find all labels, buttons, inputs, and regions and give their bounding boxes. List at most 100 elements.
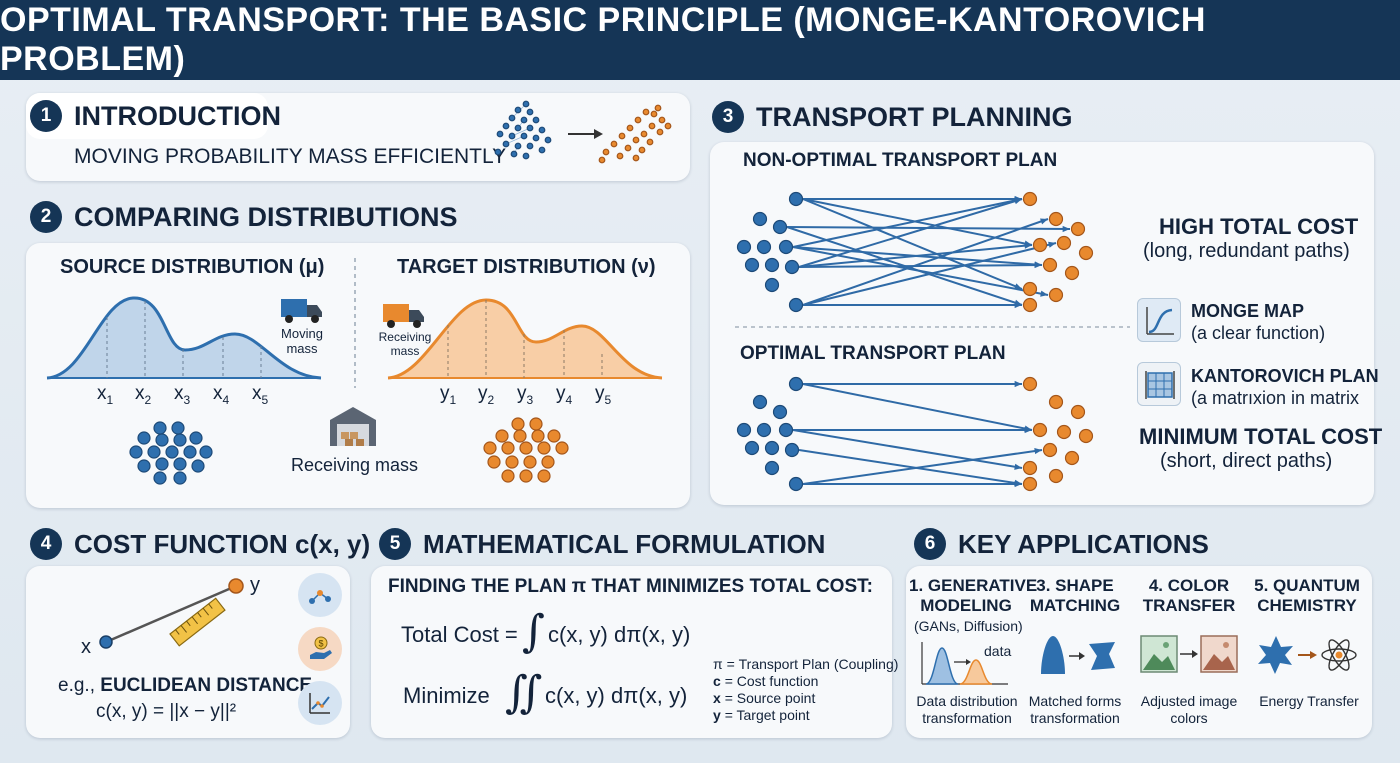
- tick-y3: y3: [517, 383, 534, 407]
- target-point: [1022, 460, 1038, 476]
- network-icon: [298, 573, 342, 617]
- cloud-point: [522, 100, 530, 108]
- tick-y2: y2: [478, 383, 495, 407]
- arrow-head: [1048, 241, 1056, 248]
- cost-y-label: y: [250, 574, 260, 596]
- arrow-head: [1014, 480, 1022, 488]
- cloud-point: [508, 132, 516, 140]
- app-4-caption: Energy Transfer: [1259, 693, 1359, 709]
- source-point: [784, 442, 800, 458]
- arrow-head: [1024, 242, 1032, 249]
- target-point: [1022, 297, 1038, 313]
- target-point: [483, 441, 497, 455]
- intro-title-tab: [26, 93, 268, 139]
- source-point: [788, 476, 804, 492]
- target-point: [505, 455, 519, 469]
- cloud-point: [502, 122, 510, 130]
- source-point: [752, 394, 768, 410]
- apps-panel: [906, 566, 1372, 738]
- intro-header: 1 INTRODUCTION: [30, 100, 281, 132]
- section-number: 2: [30, 201, 62, 233]
- receiving-mass-label: Receiving mass: [291, 455, 419, 475]
- cloud-point: [648, 122, 656, 130]
- section-title: COST FUNCTION c(x, y): [74, 528, 371, 559]
- source-point: [764, 440, 780, 456]
- cloud-point: [538, 146, 546, 154]
- source-point: [137, 431, 151, 445]
- source-point: [199, 445, 213, 459]
- math-legend: π = Transport Plan (Coupling) c = Cost f…: [713, 656, 898, 724]
- integral-sign: ∫: [522, 606, 545, 657]
- cloud-point: [634, 116, 642, 124]
- source-point: [764, 257, 780, 273]
- source-point: [183, 445, 197, 459]
- math-panel: [371, 566, 892, 738]
- cloud-point: [642, 108, 650, 116]
- cloud-point: [624, 144, 632, 152]
- source-point: [153, 421, 167, 435]
- target-title: TARGET DISTRIBUTION (ν): [397, 256, 656, 278]
- section-number: 6: [914, 528, 946, 560]
- target-point: [1022, 376, 1038, 392]
- tick-x2: x2: [135, 383, 152, 407]
- tick-x3: x3: [174, 383, 191, 407]
- source-title: SOURCE DISTRIBUTION (μ): [60, 256, 325, 278]
- high-cost-sub: (long, redundant paths): [1143, 240, 1350, 262]
- transport-arrow: [798, 198, 1023, 268]
- transport-arrow: [802, 383, 1033, 431]
- optimal-plan: [736, 376, 1094, 492]
- cloud-point: [514, 124, 522, 132]
- truck-icon: [383, 304, 424, 328]
- section-title: INTRODUCTION: [74, 100, 281, 131]
- monge-icon: [1137, 298, 1181, 342]
- kanto-label: KANTOROVICH PLAN: [1191, 366, 1379, 386]
- section-title: TRANSPORT PLANNING: [756, 101, 1073, 132]
- cloud-point: [658, 116, 666, 124]
- target-point: [1022, 191, 1038, 207]
- section-number: 3: [712, 101, 744, 133]
- cloud-point: [520, 116, 528, 124]
- target-point: [1022, 281, 1038, 297]
- source-point: [736, 422, 752, 438]
- min-cost-label: MINIMUM TOTAL COST: [1139, 424, 1383, 449]
- app-1-sub: (GANs, Diffusion): [914, 618, 1023, 634]
- optimal-title: OPTIMAL TRANSPORT PLAN: [740, 343, 1006, 364]
- moving-mass-label: Moving mass: [281, 326, 323, 356]
- target-point: [487, 455, 501, 469]
- intro-subtitle: MOVING PROBABILITY MASS EFFICIENTLY: [74, 145, 507, 168]
- tick-x1: x1: [97, 383, 114, 407]
- source-point: [153, 471, 167, 485]
- cloud-point: [602, 148, 610, 156]
- source-point: [778, 239, 794, 255]
- arrow-head: [1062, 225, 1070, 233]
- source-point: [165, 445, 179, 459]
- tick-x5: x5: [252, 383, 269, 407]
- section-number: 4: [30, 528, 62, 560]
- section-number: 5: [379, 528, 411, 560]
- target-point-cloud: [483, 417, 569, 483]
- target-point: [1032, 237, 1048, 253]
- arrow-head: [1014, 463, 1022, 470]
- target-point: [1048, 287, 1064, 303]
- cost-formula: c(x, y) = ||x − y||²: [96, 701, 237, 722]
- arrow-head: [1034, 447, 1042, 455]
- target-point: [547, 429, 561, 443]
- cloud-point: [640, 130, 648, 138]
- monge-sub: (a clear function): [1191, 323, 1326, 343]
- target-point: [1070, 221, 1086, 237]
- target-point: [501, 469, 515, 483]
- quantum-icon: [1258, 636, 1357, 674]
- target-point: [1078, 428, 1094, 444]
- page-title: OPTIMAL TRANSPORT: THE BASIC PRINCIPLE (…: [0, 1, 1206, 78]
- target-point: [1078, 245, 1094, 261]
- target-point: [1048, 211, 1064, 227]
- source-point: [137, 459, 151, 473]
- transport-arrow: [792, 429, 1023, 469]
- cloud-point: [656, 128, 664, 136]
- source-point: [756, 422, 772, 438]
- divider: [354, 258, 356, 388]
- cloud-point: [632, 136, 640, 144]
- legend-row: x = Source point: [713, 690, 816, 706]
- cloud-point: [526, 142, 534, 150]
